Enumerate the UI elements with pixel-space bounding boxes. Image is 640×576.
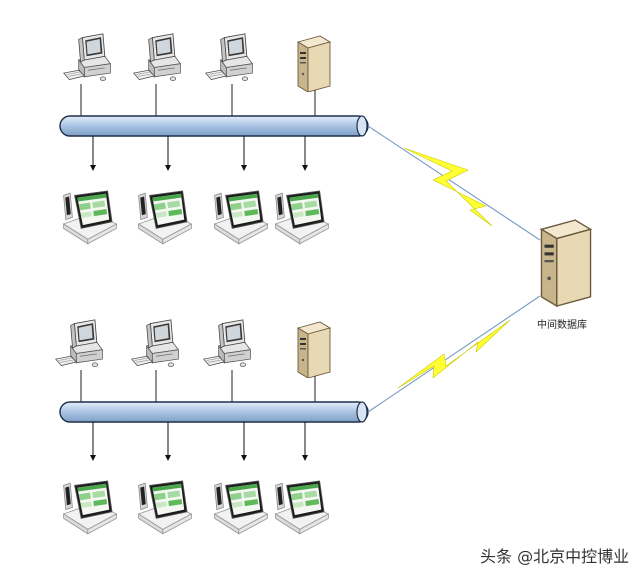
pos-terminal-icon [63, 480, 117, 535]
network-group-1 [59, 33, 369, 245]
desktop-computer-icon [133, 33, 181, 81]
desktop-computer-icon [131, 319, 179, 367]
desktop-computer-icon [63, 33, 111, 81]
server-tower-icon [297, 321, 331, 378]
server-label: 中间数据库 [537, 320, 587, 331]
network-bus [59, 115, 369, 137]
pos-terminal-icon [275, 190, 329, 245]
bus-end-cap [356, 115, 368, 137]
pos-terminal-icon [138, 190, 192, 245]
pos-terminal-icon [138, 480, 192, 535]
lightning-bolt-icon [403, 147, 493, 227]
server-tower-icon [297, 35, 331, 92]
pos-terminal-icon [275, 480, 329, 535]
desktop-computer-icon [55, 319, 103, 367]
pos-terminal-icon [214, 480, 268, 535]
network-group-2 [55, 319, 369, 535]
lightning-bolt-icon [397, 319, 511, 389]
watermark: 头条 @北京中控博业 [480, 547, 630, 566]
wireless-link-bottom [367, 295, 541, 413]
desktop-computer-icon [203, 319, 251, 367]
wireless-link-top [367, 125, 541, 241]
database-server-icon [540, 219, 592, 307]
bus-end-cap [356, 401, 368, 423]
pos-terminal-icon [63, 190, 117, 245]
desktop-computer-icon [205, 33, 253, 81]
pos-terminal-icon [214, 190, 268, 245]
network-bus [59, 401, 369, 423]
